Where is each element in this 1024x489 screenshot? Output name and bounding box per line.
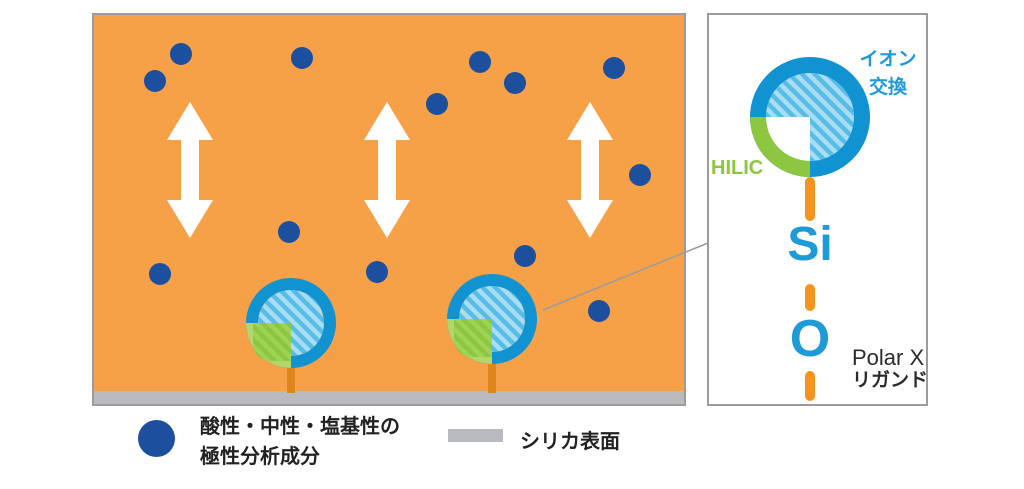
hilic-label: HILIC xyxy=(711,157,764,179)
silica-surface-bar xyxy=(94,391,684,404)
polar-x-name-line2: リガンド xyxy=(852,370,929,391)
silicon-atom-label: Si xyxy=(787,218,833,271)
analyte-legend-line2: 極性分析成分 xyxy=(200,446,320,468)
polar-x-name-line1: Polar X xyxy=(852,345,925,370)
analyte-legend-dot xyxy=(138,420,175,457)
ion-exchange-label: イオン 交換 xyxy=(838,46,938,102)
ion-exchange-line2: 交換 xyxy=(868,77,907,98)
ion-exchange-line1: イオン xyxy=(859,49,917,70)
silica-legend-swatch xyxy=(448,429,503,442)
analyte-legend-text: 酸性・中性・塩基性の 極性分析成分 xyxy=(200,412,400,472)
oxygen-atom-label: O xyxy=(789,310,831,368)
silica-legend-text: シリカ表面 xyxy=(520,431,620,453)
mixed-mode-panel xyxy=(92,13,686,406)
analyte-legend-line1: 酸性・中性・塩基性の xyxy=(200,416,400,438)
polar-x-ligand-name: Polar X リガンド xyxy=(852,345,928,391)
legend: 酸性・中性・塩基性の 極性分析成分 シリカ表面 xyxy=(0,405,1024,489)
